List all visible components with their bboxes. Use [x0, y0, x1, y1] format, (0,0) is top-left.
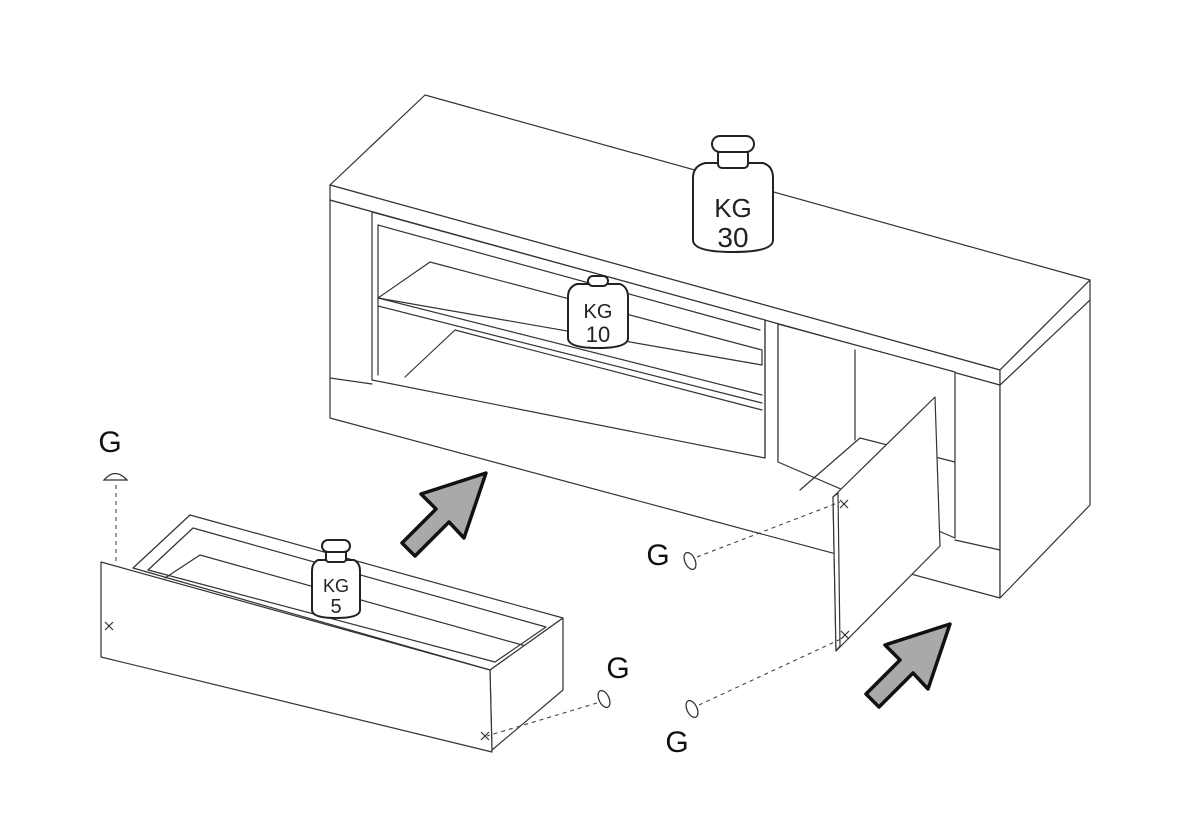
drawer-right-hinge-mark: [480, 731, 490, 741]
weight-5kg: KG 5: [311, 539, 361, 620]
g-fitting-drawer-right: G: [486, 652, 630, 737]
left-compartment-back: [377, 224, 761, 331]
middle-shelf-front-edge: [377, 297, 763, 396]
g-leader-drawer-right: [486, 702, 598, 737]
weight-10kg: KG 10: [567, 275, 629, 350]
drawer-left-hinge-mark: [104, 621, 114, 631]
weight-5kg-value: 5: [330, 596, 341, 618]
weight-30kg-handle: [711, 135, 755, 153]
weight-10kg-unit: KG: [584, 301, 613, 323]
g-pin-door-upper: [683, 551, 697, 571]
g-label-door-upper: G: [646, 539, 669, 572]
door-upper-hinge-mark: [839, 499, 849, 509]
weight-5kg-unit: KG: [323, 576, 349, 596]
weight-30kg-body: [692, 162, 774, 254]
weight-30kg-value: 30: [717, 222, 748, 253]
drawer-front: [100, 561, 493, 753]
g-fitting-top-left: G: [98, 426, 129, 565]
weight-10kg-value: 10: [586, 322, 610, 347]
weight-10kg-handle: [587, 275, 609, 287]
g-leader-door-lower: [698, 637, 844, 706]
cabinet-door: [832, 396, 941, 652]
weight-10kg-body: [567, 283, 629, 350]
door-edge: [832, 492, 841, 652]
g-leader-door-upper: [696, 501, 841, 558]
insert-arrow-drawer: [400, 471, 488, 558]
cabinet-plinth-right: [954, 539, 1001, 551]
door-lower-hinge-mark: [840, 630, 850, 640]
cabinet-top-side-edge: [999, 279, 1091, 386]
g-pin-door-lower: [685, 699, 699, 719]
weight-30kg-unit: KG: [714, 193, 752, 223]
g-label-door-lower: G: [665, 726, 688, 759]
g-fitting-door-lower: G: [665, 637, 844, 759]
middle-shelf-under-edge: [377, 305, 763, 404]
g-pin-top-left: [102, 472, 129, 481]
g-fitting-door-upper: G: [646, 501, 841, 572]
g-pin-drawer-right: [597, 689, 611, 709]
weight-30kg: KG 30: [692, 135, 774, 254]
g-label-drawer-right: G: [606, 652, 629, 685]
cabinet-plinth: [329, 377, 373, 385]
weight-5kg-handle: [321, 539, 351, 553]
compartment-floor-back: [404, 329, 763, 411]
insert-arrow-door: [864, 622, 952, 709]
g-label-top-left: G: [98, 426, 121, 459]
weight-5kg-body: [311, 559, 361, 620]
drawer-inner-floor: [164, 554, 541, 651]
